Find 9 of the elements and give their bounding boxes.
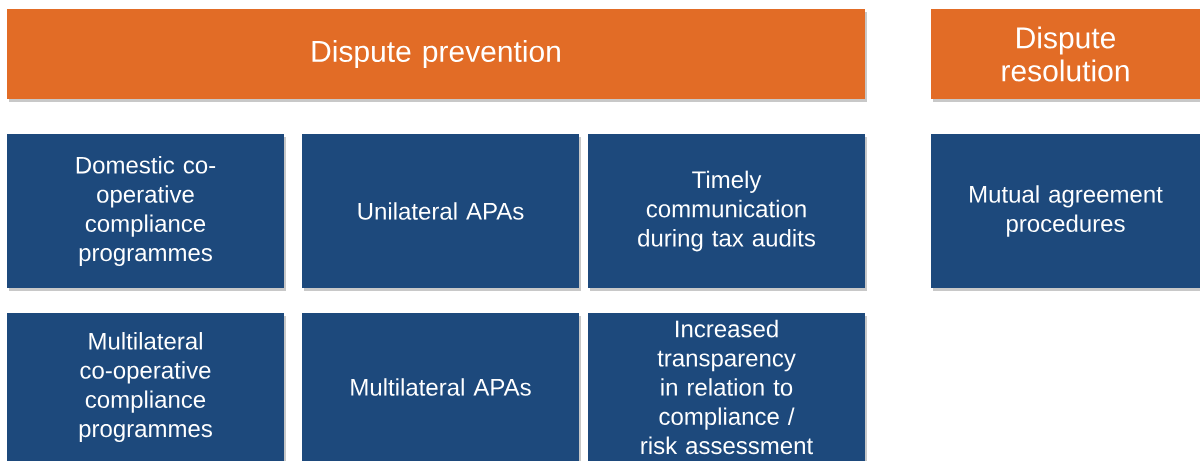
measure-box: Multilateral co-operative compliance programmes [7, 313, 286, 461]
header-bar: Dispute prevention [7, 9, 867, 102]
measure-box: Timely communication during tax audits [588, 134, 867, 291]
measure-box: Mutual agreement procedures [931, 134, 1200, 291]
measure-box: Unilateral APAs [302, 134, 581, 291]
header-bar: Dispute resolution [931, 9, 1200, 102]
measure-box: Multilateral APAs [302, 313, 581, 461]
measure-box: Increased transparency in relation to compliance / risk assessment [588, 313, 867, 461]
measure-box: Domestic co-operative compliance programmes [7, 134, 286, 291]
